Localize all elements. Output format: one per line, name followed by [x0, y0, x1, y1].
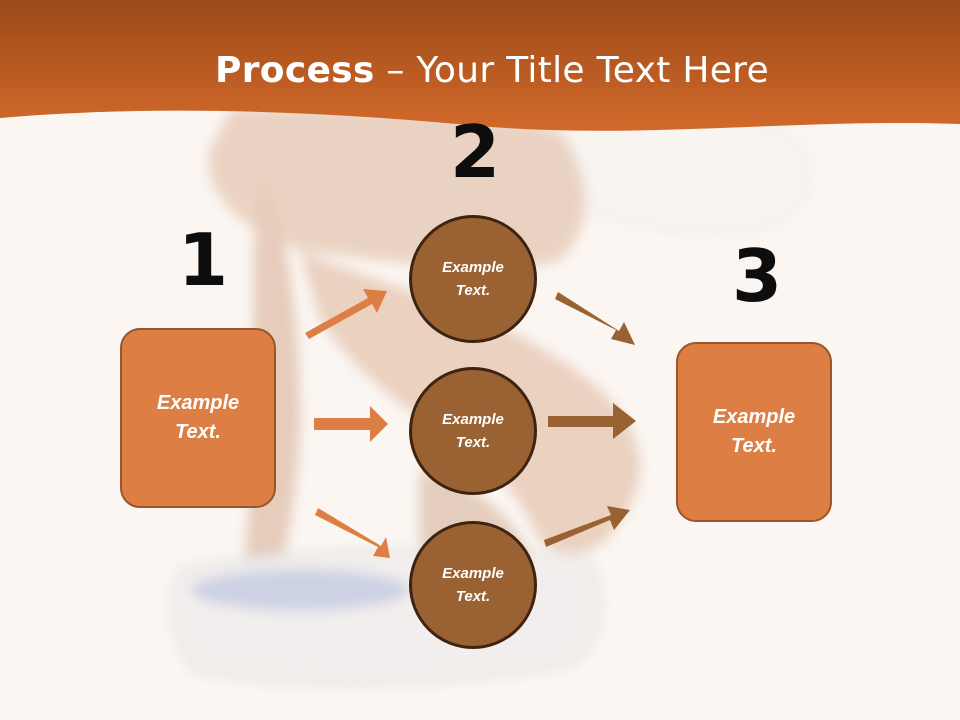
step-number-2: 2	[450, 110, 501, 194]
step-number-1: 1	[178, 218, 229, 302]
process-circle-top: Example Text.	[409, 215, 537, 343]
arrow-top-to-right	[555, 292, 635, 345]
process-box-right: Example Text.	[676, 342, 832, 522]
arrow-left-to-top	[305, 289, 387, 339]
step-number-3: 3	[732, 234, 783, 318]
process-circle-bottom: Example Text.	[409, 521, 537, 649]
title-rest: – Your Title Text Here	[374, 50, 769, 91]
title-band	[0, 0, 960, 131]
arrow-left-to-bottom	[315, 508, 390, 558]
title-bold: Process	[215, 50, 375, 91]
process-circle-middle: Example Text.	[409, 367, 537, 495]
arrow-middle-to-right	[548, 403, 636, 439]
arrow-left-to-middle	[314, 406, 388, 442]
arrow-bottom-to-right	[544, 506, 630, 547]
slide-title: Process – Your Title Text Here	[0, 50, 960, 91]
process-box-left: Example Text.	[120, 328, 276, 508]
